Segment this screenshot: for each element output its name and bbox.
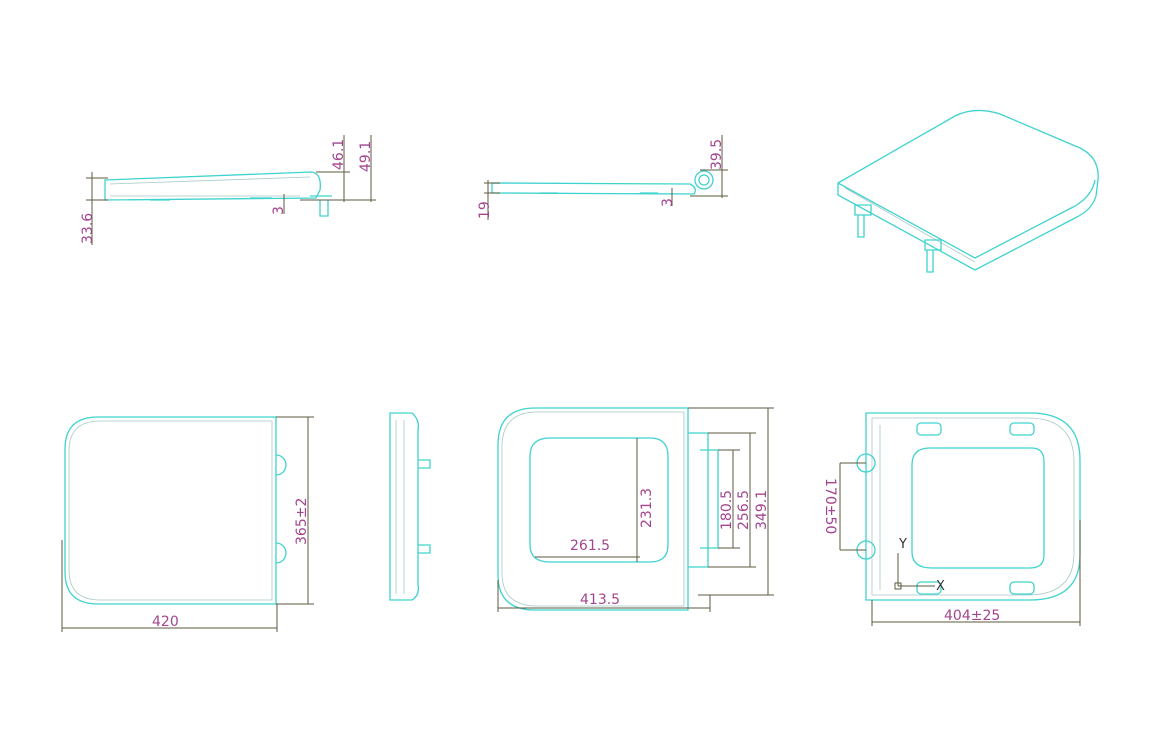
dim-49.1: 49.1 — [358, 141, 374, 172]
dim-46.1: 46.1 — [331, 139, 347, 170]
dim-231.3: 231.3 — [639, 488, 655, 528]
top-view: 365±2 420 — [61, 416, 314, 632]
dim-33.6: 33.6 — [80, 213, 96, 244]
isometric-view — [837, 109, 1099, 273]
dim-19: 19 — [477, 201, 493, 219]
dim-420: 420 — [152, 614, 179, 630]
bottom-view: Y X 170±50 404±25 — [822, 412, 1081, 626]
side-view-open: 19 39.5 3 — [477, 135, 728, 220]
dim-256.5: 256.5 — [736, 490, 752, 530]
dim-39.5: 39.5 — [709, 139, 725, 170]
dim-413.5: 413.5 — [580, 592, 620, 608]
dim-261.5: 261.5 — [570, 538, 610, 554]
edge-view — [389, 412, 431, 601]
side-view-closed: 33.6 46.1 49.1 3 — [80, 135, 376, 245]
front-view: 261.5 231.3 180.5 256.5 349.1 413.5 — [497, 407, 774, 612]
axis-y-label: Y — [898, 537, 907, 552]
dim-170: 170±50 — [822, 478, 838, 534]
dim-404: 404±25 — [944, 608, 1000, 624]
dim-3-open: 3 — [660, 198, 676, 207]
axis-x-label: X — [936, 579, 945, 594]
dim-180.5: 180.5 — [719, 490, 735, 530]
dim-365: 365±2 — [294, 498, 310, 545]
dim-3: 3 — [271, 206, 287, 215]
dim-349.1: 349.1 — [754, 490, 770, 530]
